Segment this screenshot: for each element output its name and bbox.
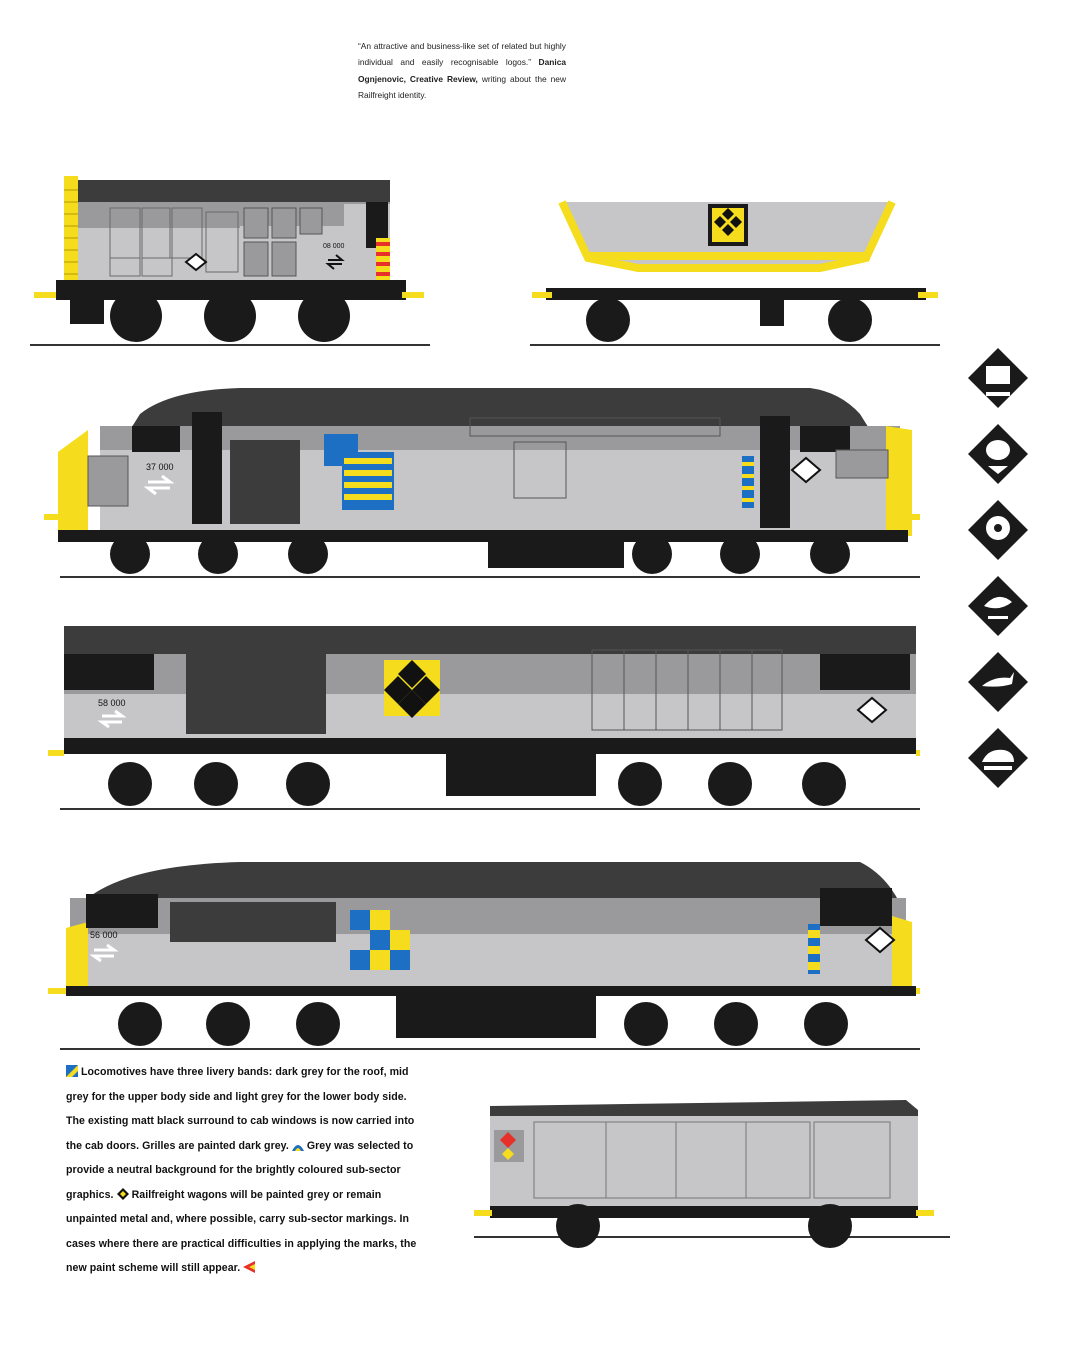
body-text-block: Locomotives have three livery bands: dar… [66,1060,426,1281]
blue-yellow-marker-icon [66,1065,78,1077]
class08-number: 08 000 [323,243,345,250]
class-58-drawing: 58 000 [48,626,920,810]
body-paragraph-3: Railfreight wagons will be painted grey … [66,1188,417,1275]
arch-marker-icon [291,1144,304,1151]
class-56-drawing: 56 000 [48,862,920,1050]
hopper-wagon-drawing [530,200,940,346]
diamond-marker-icon [116,1187,129,1200]
bison-icon [968,728,1028,788]
scottie-dog-icon [968,348,1028,408]
body-paragraph-1: Locomotives have three livery bands: dar… [66,1066,415,1152]
body-paragraph-2: Grey was selected to provide a neutral b… [66,1139,414,1201]
quote-author: Danica Ognjenovic, Creative Review, [358,57,567,84]
class56-number: 56 000 [90,930,118,940]
class58-number: 58 000 [98,698,126,708]
class37-number: 37 000 [146,462,174,472]
quote-block: “An attractive and business-like set of … [358,38,566,103]
quote-text: “An attractive and business-like set of … [358,41,566,68]
kingfisher-icon [968,576,1028,636]
red-yellow-marker-icon [243,1261,256,1273]
hare-icon [968,652,1028,712]
class-08-shunter-drawing: 08 000 [30,176,430,346]
class-37-drawing: 37 000 [44,388,920,578]
depot-icons-column [968,348,1028,788]
quote-tail: writing about the new Railfreight identi… [358,73,566,100]
rose-icon [968,500,1028,560]
flame-icon [968,424,1028,484]
van-wagon-drawing [474,1100,950,1248]
